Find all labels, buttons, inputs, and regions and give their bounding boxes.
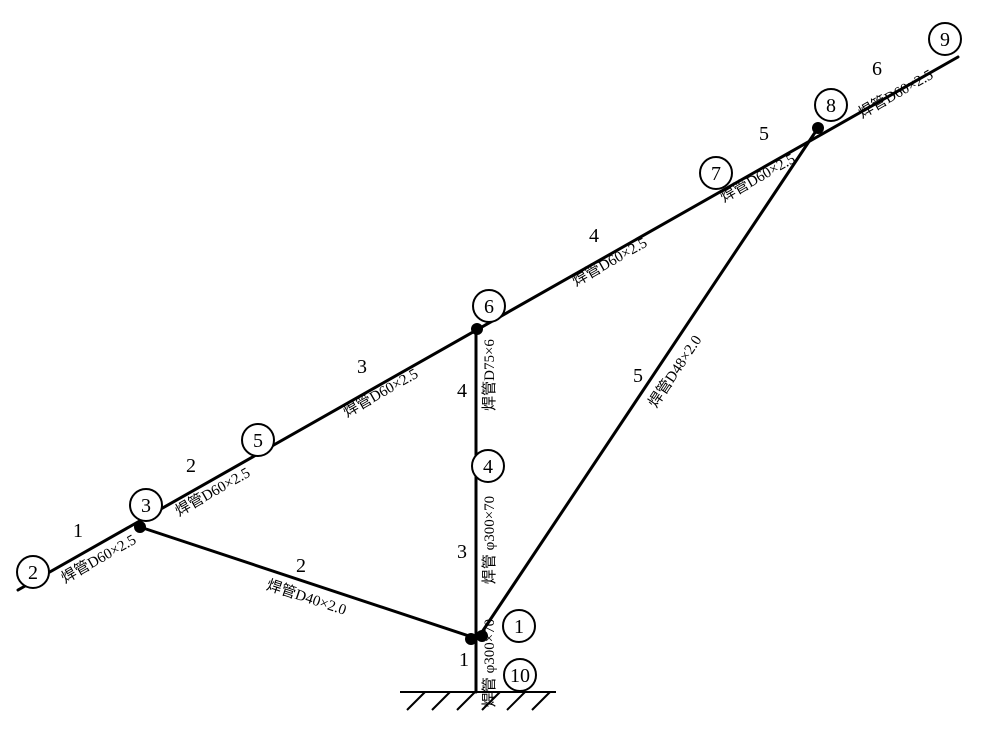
svg-text:7: 7 <box>711 163 721 185</box>
member-number: 1 <box>73 520 83 542</box>
lower-brace <box>138 525 477 640</box>
svg-text:3: 3 <box>141 495 151 517</box>
svg-text:4: 4 <box>483 456 493 478</box>
joint-node-1a <box>465 633 477 645</box>
member-number: 4 <box>589 225 599 247</box>
joint-node-3 <box>134 521 146 533</box>
top-chord <box>16 55 960 592</box>
member-spec: 焊管D60×2.5 <box>172 464 253 520</box>
node-8: 8 <box>814 88 848 122</box>
member-number: 2 <box>296 555 306 577</box>
ground-support <box>400 691 556 711</box>
node-2: 2 <box>16 555 50 589</box>
member-number: 2 <box>186 455 196 477</box>
member-number: 5 <box>759 123 769 145</box>
member-number: 6 <box>872 58 882 80</box>
member-spec: 焊管D60×2.5 <box>569 234 650 290</box>
svg-text:10: 10 <box>510 665 530 687</box>
diagonal-brace <box>476 126 820 640</box>
svg-text:8: 8 <box>826 95 836 117</box>
member-spec: 焊管 φ300×70 <box>481 619 498 707</box>
node-9: 9 <box>928 22 962 56</box>
member-number: 1 <box>459 649 469 671</box>
node-4: 4 <box>471 449 505 483</box>
node-7: 7 <box>699 156 733 190</box>
member-spec: 焊管D60×2.5 <box>340 365 421 421</box>
node-5: 5 <box>241 423 275 457</box>
node-1: 1 <box>502 609 536 643</box>
node-3: 3 <box>129 488 163 522</box>
joint-node-8 <box>812 122 824 134</box>
member-spec: 焊管D75×6 <box>481 339 498 411</box>
member-number: 3 <box>457 541 467 563</box>
member-spec: 焊管 φ300×70 <box>481 496 498 584</box>
svg-text:2: 2 <box>28 562 38 584</box>
svg-text:5: 5 <box>253 430 263 452</box>
member-number: 5 <box>633 365 643 387</box>
member-number: 4 <box>457 380 467 402</box>
joint-node-6 <box>471 323 483 335</box>
node-10: 10 <box>503 658 537 692</box>
svg-text:6: 6 <box>484 296 494 318</box>
member-number: 3 <box>357 356 367 378</box>
joint-node-1b <box>476 630 488 642</box>
node-6: 6 <box>472 289 506 323</box>
svg-text:9: 9 <box>940 29 950 51</box>
svg-text:1: 1 <box>514 616 524 638</box>
member-spec: 焊管D60×2.5 <box>855 66 936 122</box>
